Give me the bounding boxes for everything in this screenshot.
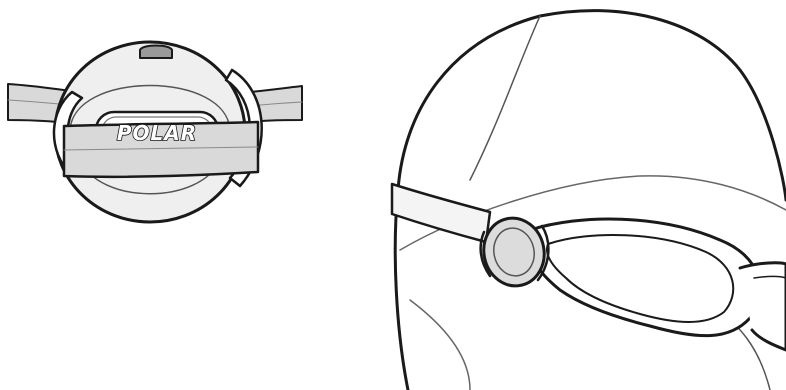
swim-goggles-icon: [392, 11, 786, 390]
goggle-frame: [528, 219, 786, 350]
polar-logo: POLAR: [117, 121, 197, 145]
